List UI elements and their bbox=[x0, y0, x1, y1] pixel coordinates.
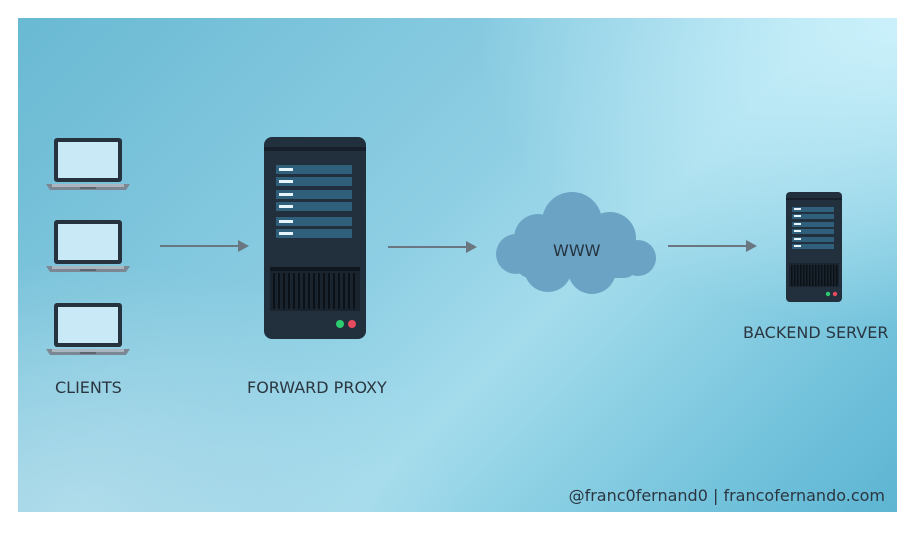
backend-server-icon bbox=[786, 192, 842, 302]
cloud-icon bbox=[496, 192, 656, 294]
backend-label: BACKEND SERVER bbox=[743, 323, 889, 342]
laptop-icon bbox=[46, 303, 130, 355]
credit-line: @franc0fernand0 | francofernando.com bbox=[569, 486, 885, 505]
arrow-icon bbox=[388, 241, 477, 253]
www-label: WWW bbox=[553, 241, 601, 260]
arrow-icon bbox=[160, 240, 249, 252]
laptop-icon bbox=[46, 220, 130, 272]
credit-handle: @franc0fernand0 bbox=[568, 486, 708, 505]
arrow-icon bbox=[668, 240, 757, 252]
proxy-label: FORWARD PROXY bbox=[247, 378, 387, 397]
laptop-icon bbox=[46, 138, 130, 190]
clients-label: CLIENTS bbox=[55, 378, 122, 397]
credit-site: francofernando.com bbox=[723, 486, 885, 505]
credit-separator: | bbox=[712, 486, 719, 505]
diagram-canvas: CLIENTS bbox=[18, 18, 897, 512]
proxy-server-icon bbox=[264, 137, 366, 339]
